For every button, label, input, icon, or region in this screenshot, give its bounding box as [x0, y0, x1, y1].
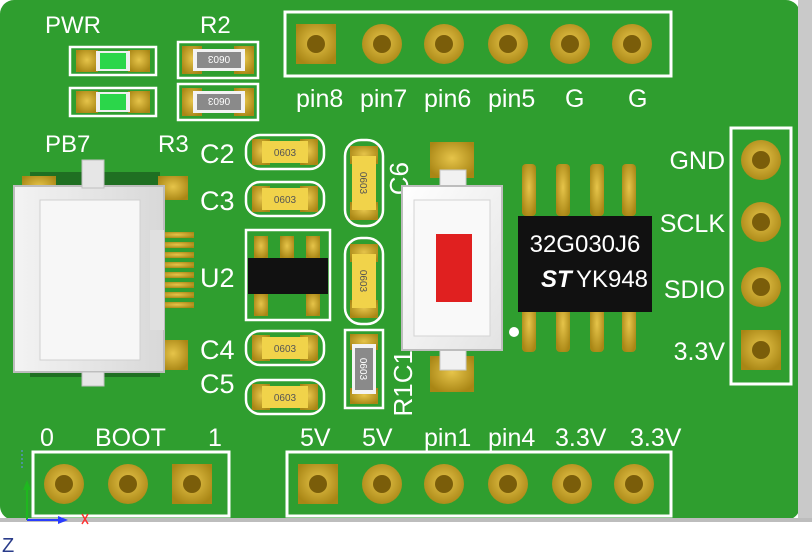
pcb-substrate: [0, 0, 800, 520]
resistor-r2: 0603: [176, 40, 260, 80]
pcb-edge-shadow: [798, 0, 812, 520]
led-green-top: [100, 53, 126, 69]
boot-header-pins: [44, 464, 212, 504]
bottom-label-pin1: pin1: [424, 424, 471, 452]
top-label-g2: G: [628, 85, 647, 113]
top-header-pins: [296, 24, 652, 64]
capacitor-c6: 0603: [343, 138, 385, 228]
c6-code: 0603: [357, 172, 368, 195]
top-label-pin8: pin8: [296, 85, 343, 113]
usb-signal-pads: [160, 232, 194, 308]
r1-code: 0603: [357, 358, 368, 381]
bottom-label-pin4: pin4: [488, 424, 535, 452]
bottom-header-labels: 5V 5V pin1 pin4 3.3V 3.3V: [300, 424, 682, 452]
bottom-label-33v-2: 3.3V: [630, 424, 682, 452]
c4-code: 0603: [274, 344, 297, 355]
capacitor-middle: 0603: [343, 236, 385, 326]
boot-label-1: 1: [208, 424, 222, 452]
bottom-label-5v-1: 5V: [300, 424, 331, 452]
axis-z-label: Z: [2, 535, 14, 557]
bottom-label-33v-1: 3.3V: [555, 424, 607, 452]
mcu-chip: 32G030J6 ST YK948: [518, 164, 652, 352]
axis-gizmo-icon: Z: [2, 450, 89, 557]
r3-code: 0603: [207, 95, 230, 106]
ic-u2: [244, 228, 332, 322]
led-green-bottom: [100, 94, 126, 110]
r2-code: 0603: [207, 53, 230, 64]
boot-header-labels: 0 BOOT 1: [40, 424, 222, 452]
pcb-edge-bottom: [0, 518, 812, 522]
capacitor-c5: 0603: [244, 378, 326, 416]
right-header-outline: [729, 126, 793, 386]
led-pb7: [68, 86, 158, 118]
r2-label: R2: [200, 12, 231, 39]
boot-label-boot: BOOT: [95, 424, 166, 452]
resistor-r3: 0603: [176, 82, 260, 122]
right-label-sclk: SCLK: [660, 210, 726, 238]
push-button-cap[interactable]: [436, 234, 472, 302]
c4-label: C4: [200, 335, 235, 365]
chip-st-logo: ST: [541, 266, 574, 293]
r3-label: R3: [158, 131, 189, 158]
capacitor-c2: 0603: [244, 133, 326, 171]
pin1-marker-dot: [509, 327, 519, 337]
top-label-g1: G: [565, 85, 584, 113]
c5-label: C5: [200, 369, 235, 399]
c-mid-code: 0603: [357, 270, 368, 293]
chip-line1: 32G030J6: [530, 231, 641, 258]
top-header-labels: pin8 pin7 pin6 pin5 G G: [296, 85, 647, 113]
right-label-33v: 3.3V: [674, 338, 726, 366]
push-button[interactable]: [401, 142, 503, 392]
top-header-outline: [283, 10, 673, 78]
bottom-header-outline: [285, 450, 673, 518]
right-header-labels: GND SCLK SDIO 3.3V: [660, 147, 726, 366]
boot-label-0: 0: [40, 424, 54, 452]
u2-label: U2: [200, 263, 235, 293]
boot-header-outline: [31, 450, 231, 518]
bottom-label-5v-2: 5V: [362, 424, 393, 452]
c5-code: 0603: [274, 393, 297, 404]
capacitor-c3: 0603: [244, 180, 326, 218]
right-header-pins: [741, 140, 781, 370]
c2-label: C2: [200, 139, 235, 169]
pwr-label: PWR: [45, 12, 101, 39]
top-label-pin7: pin7: [360, 85, 407, 113]
c3-code: 0603: [274, 195, 297, 206]
right-label-gnd: GND: [669, 147, 725, 175]
chip-line2: YK948: [576, 266, 648, 293]
capacitor-c4: 0603: [244, 329, 326, 367]
top-label-pin6: pin6: [424, 85, 471, 113]
c2-code: 0603: [274, 148, 297, 159]
resistor-r1: 0603: [343, 328, 385, 410]
pb7-label: PB7: [45, 131, 90, 158]
led-pwr: [68, 45, 158, 77]
c3-label: C3: [200, 186, 235, 216]
right-label-sdio: SDIO: [664, 276, 725, 304]
bottom-header-pins: [298, 464, 654, 504]
top-label-pin5: pin5: [488, 85, 535, 113]
usb-c-connector: [13, 159, 194, 387]
r1c1-label: R1C1: [388, 350, 418, 416]
